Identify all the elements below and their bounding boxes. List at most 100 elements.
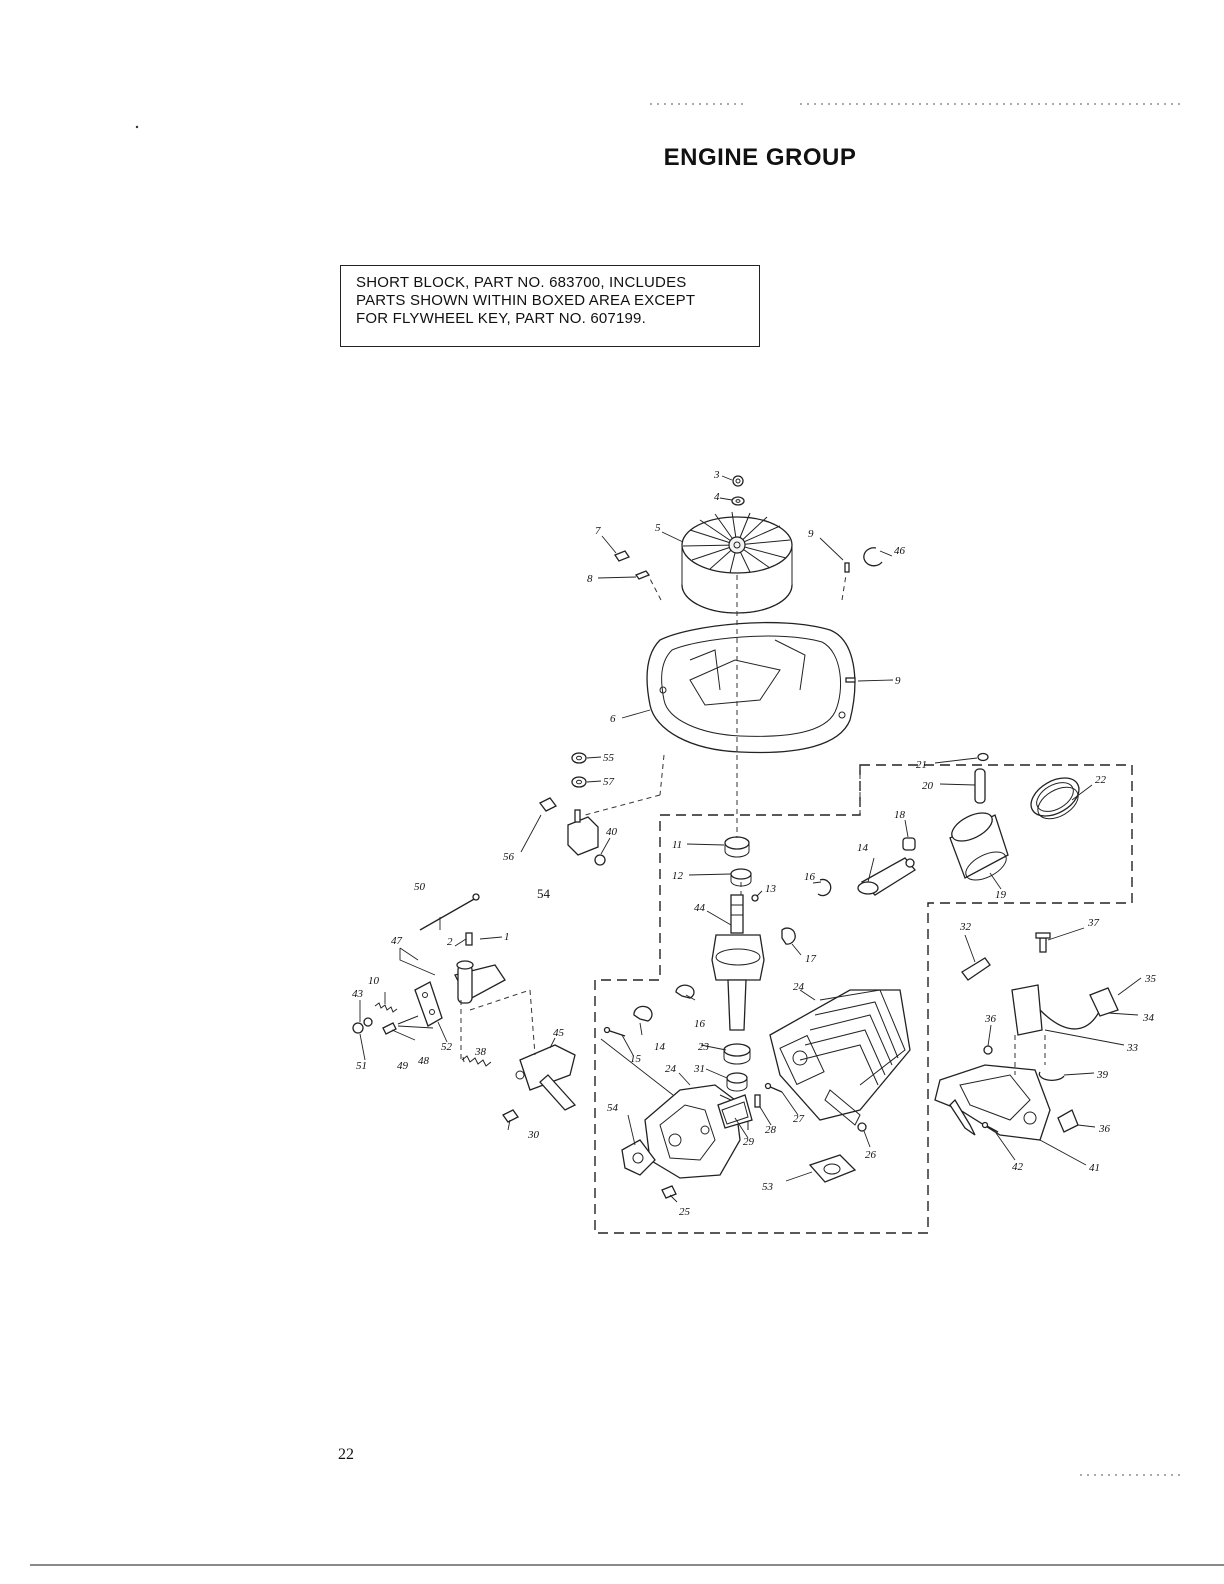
crankcase [644, 1084, 749, 1179]
callout-3: 3 [713, 469, 720, 481]
piston [949, 812, 1009, 881]
flywheel-nut [732, 475, 744, 487]
callout-42: 42 [1012, 1161, 1024, 1173]
screw-9-side [845, 677, 856, 683]
page-title: ENGINE GROUP [663, 144, 857, 171]
bearing-31 [726, 1072, 748, 1092]
screw-15 [603, 1026, 626, 1037]
callout-34: 34 [1142, 1012, 1155, 1024]
callout-36-bottom: 36 [1098, 1123, 1111, 1135]
bushing-17 [781, 927, 796, 945]
short-block-note: SHORT BLOCK, PART NO. 683700, INCLUDES P… [340, 265, 760, 347]
clip-39 [1038, 1071, 1065, 1081]
callout-43: 43 [352, 988, 364, 1000]
callout-14-bottom: 14 [654, 1041, 666, 1053]
callout-33: 33 [1126, 1042, 1139, 1054]
callout-21: 21 [916, 759, 927, 771]
flywheel-key [614, 550, 630, 562]
washer-55 [571, 752, 587, 764]
callout-labels: 3 4 5 7 8 9 46 9 6 55 57 56 54 40 11 12 … [352, 469, 1157, 1218]
screw-9-top [844, 562, 850, 573]
callout-30: 30 [527, 1129, 540, 1141]
control-plate [414, 981, 443, 1027]
callout-31: 31 [693, 1063, 705, 1075]
nut-43 [352, 1022, 364, 1034]
callout-14-rod: 14 [857, 842, 869, 854]
callout-53: 53 [762, 1181, 774, 1193]
callout-46: 46 [894, 545, 906, 557]
callout-22: 22 [1095, 774, 1107, 786]
piston-pin [974, 768, 986, 804]
callout-41: 41 [1089, 1162, 1100, 1174]
callout-23: 23 [698, 1041, 710, 1053]
callout-36-top: 36 [984, 1013, 997, 1025]
callout-55: 55 [603, 752, 615, 764]
callout-6: 6 [610, 713, 616, 725]
callout-8: 8 [587, 573, 593, 585]
page-number: 22 [338, 1446, 354, 1463]
muffler-gasket [808, 1154, 857, 1183]
callout-15: 15 [630, 1053, 642, 1065]
callout-50: 50 [414, 881, 426, 893]
governor-bracket [539, 797, 606, 866]
callout-10: 10 [368, 975, 380, 987]
screw-25 [661, 1185, 677, 1199]
screw-37 [1035, 932, 1051, 953]
main-bearing [724, 836, 750, 858]
callout-16-bottom: 16 [694, 1018, 706, 1030]
screw-28 [754, 1094, 761, 1108]
callout-9-side: 9 [895, 675, 901, 687]
bearing-half-14 [633, 1005, 653, 1022]
callout-27: 27 [793, 1113, 805, 1125]
callout-40: 40 [606, 826, 618, 838]
throttle-wire [419, 893, 480, 931]
note-line-3: FOR FLYWHEEL KEY, PART NO. 607199. [356, 310, 646, 327]
callout-24-crankcase: 24 [665, 1063, 677, 1075]
callout-54-gasket: 54 [607, 1102, 619, 1114]
reed-valve [717, 1094, 753, 1129]
callout-20: 20 [922, 780, 934, 792]
callout-4: 4 [714, 491, 720, 503]
clip [863, 547, 883, 567]
retainer-16 [817, 878, 832, 897]
callout-39: 39 [1096, 1069, 1109, 1081]
callout-1: 1 [504, 931, 510, 943]
screw-36 [983, 1045, 993, 1055]
callout-29: 29 [743, 1136, 755, 1148]
callout-32: 32 [959, 921, 972, 933]
screw-8 [634, 570, 651, 580]
callout-52: 52 [441, 1041, 453, 1053]
throttle-lever [454, 932, 506, 1004]
key-13 [751, 894, 759, 902]
washer-51 [363, 1017, 373, 1027]
terminal-36 [1057, 1109, 1079, 1133]
callout-54-bracket: 54 [537, 886, 551, 901]
screw-49 [382, 1022, 397, 1035]
callout-17: 17 [805, 953, 817, 965]
connecting-rod [857, 857, 916, 896]
callout-5: 5 [655, 522, 661, 534]
callout-11: 11 [672, 839, 682, 851]
screw-42 [981, 1121, 999, 1133]
callout-37: 37 [1087, 917, 1100, 929]
callout-26: 26 [865, 1149, 877, 1161]
ignition-module [1011, 984, 1101, 1036]
washer-57 [571, 776, 587, 788]
bearing-23 [723, 1043, 751, 1065]
callout-49: 49 [397, 1060, 409, 1072]
spark-plug [961, 957, 991, 981]
callout-44: 44 [694, 902, 706, 914]
crankshaft [711, 894, 765, 1031]
callout-47: 47 [391, 935, 403, 947]
callout-18: 18 [894, 809, 906, 821]
screw-27 [764, 1082, 783, 1093]
callout-9-top: 9 [808, 528, 814, 540]
piston-rings [1030, 777, 1080, 820]
governor-arm [515, 1044, 577, 1111]
scan-artifacts [30, 103, 1224, 1566]
callout-56: 56 [503, 851, 515, 863]
cylinder [769, 989, 911, 1126]
callout-38: 38 [474, 1046, 487, 1058]
